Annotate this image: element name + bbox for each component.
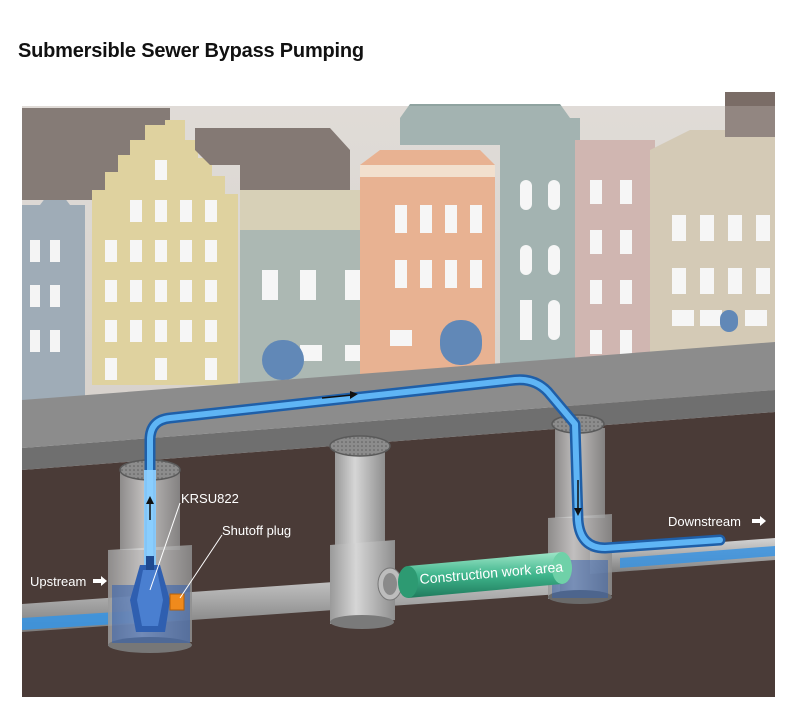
upstream-arrow-icon	[93, 576, 107, 586]
downstream-arrow-icon	[752, 516, 766, 526]
submersible-pump	[130, 556, 170, 632]
downstream-label: Downstream	[668, 514, 741, 529]
buildings	[22, 92, 775, 400]
manhole-cover-middle	[329, 435, 391, 457]
middle-manhole	[330, 450, 395, 629]
shutoff-plug-label: Shutoff plug	[222, 523, 291, 538]
pump-leader-line	[149, 502, 181, 591]
construction-pipe	[398, 552, 572, 598]
upstream-label: Upstream	[30, 574, 86, 589]
pump-model-label: KRSU822	[181, 491, 239, 506]
flow-arrows	[146, 391, 582, 520]
shutoff-plug	[169, 593, 185, 611]
diagram-title: Submersible Sewer Bypass Pumping	[18, 40, 364, 62]
plug-leader-line	[179, 534, 223, 599]
